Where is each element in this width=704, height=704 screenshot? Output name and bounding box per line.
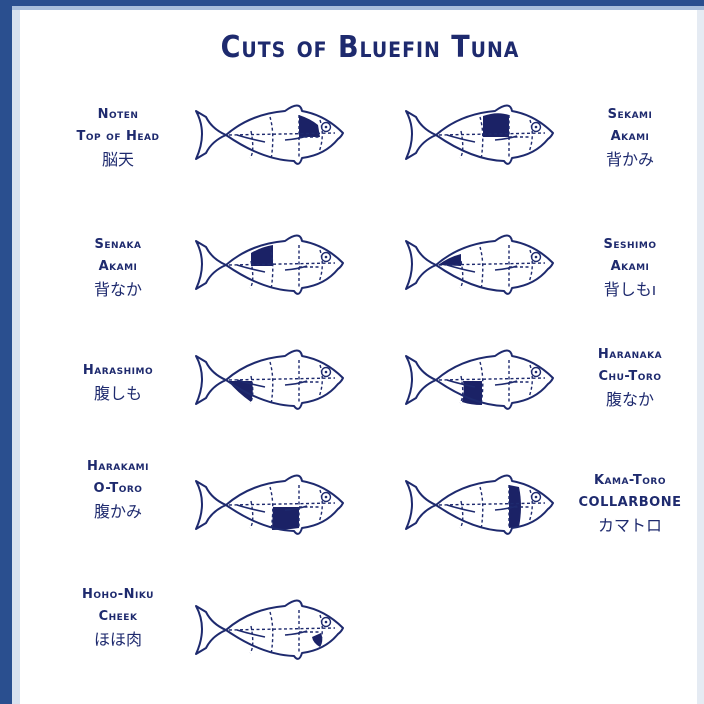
label-harakami-line1: Harakami — [58, 456, 178, 478]
label-senaka-line1: Senaka — [58, 234, 178, 256]
poster-title: Cuts of Bluefin Tuna — [0, 30, 704, 65]
label-harashimo-line1: Harashimo — [58, 360, 178, 382]
label-kamatoro-line1: Kama-Toro — [570, 470, 690, 492]
label-noten-jp: 脳天 — [58, 149, 178, 171]
label-hohoniku-line1: Hoho-Niku — [58, 584, 178, 606]
label-harakami-jp: 腹かみ — [58, 501, 178, 523]
label-kamatoro-line2: COLLARBONE — [570, 492, 690, 514]
label-senaka-jp: 背なか — [58, 279, 178, 301]
tuna-diagram-harakami — [195, 470, 345, 540]
label-seshimo-line1: Seshimo — [570, 234, 690, 256]
label-harakami: Harakami O-Toro 腹かみ — [58, 456, 178, 523]
label-hohoniku: Hoho-Niku Cheek ほほ肉 — [58, 584, 178, 651]
label-seshimo: Seshimo Akami 背しもı — [570, 234, 690, 301]
highlight-hohoniku — [312, 633, 322, 647]
label-noten-line2: Top of Head — [58, 126, 178, 148]
label-haranaka-line1: Haranaka — [570, 344, 690, 366]
tuna-diagram-senaka — [195, 230, 345, 300]
label-harakami-line2: O-Toro — [58, 478, 178, 500]
label-seshimo-jp: 背しもı — [570, 279, 690, 301]
label-haranaka-jp: 腹なか — [570, 389, 690, 411]
label-haranaka: Haranaka Chu-Toro 腹なか — [570, 344, 690, 411]
label-senaka: Senaka Akami 背なか — [58, 234, 178, 301]
tuna-diagram-noten — [195, 100, 345, 170]
label-noten-line1: Noten — [58, 104, 178, 126]
label-harashimo-jp: 腹しも — [58, 383, 178, 405]
label-seshimo-line2: Akami — [570, 256, 690, 278]
label-hohoniku-jp: ほほ肉 — [58, 629, 178, 651]
tuna-diagram-harashimo — [195, 345, 345, 415]
label-haranaka-line2: Chu-Toro — [570, 366, 690, 388]
tuna-diagram-hohoniku — [195, 595, 345, 665]
label-senaka-line2: Akami — [58, 256, 178, 278]
label-harashimo: Harashimo 腹しも — [58, 360, 178, 405]
label-kamatoro: Kama-Toro COLLARBONE カマトロ — [570, 470, 690, 537]
tuna-diagram-kamatoro — [405, 470, 555, 540]
label-hohoniku-line2: Cheek — [58, 606, 178, 628]
label-sekami-jp: 背かみ — [570, 149, 690, 171]
frame-left-bar — [0, 0, 12, 704]
label-sekami-line2: Akami — [570, 126, 690, 148]
tuna-diagram-seshimo — [405, 230, 555, 300]
label-sekami: Sekami Akami 背かみ — [570, 104, 690, 171]
frame-top-bar — [12, 0, 704, 6]
label-noten: Noten Top of Head 脳天 — [58, 104, 178, 171]
frame-right-edge — [697, 10, 704, 704]
tuna-diagram-haranaka — [405, 345, 555, 415]
tuna-diagram-sekami — [405, 100, 555, 170]
label-sekami-line1: Sekami — [570, 104, 690, 126]
label-kamatoro-jp: カマトロ — [570, 515, 690, 537]
frame-left-light — [12, 10, 20, 704]
